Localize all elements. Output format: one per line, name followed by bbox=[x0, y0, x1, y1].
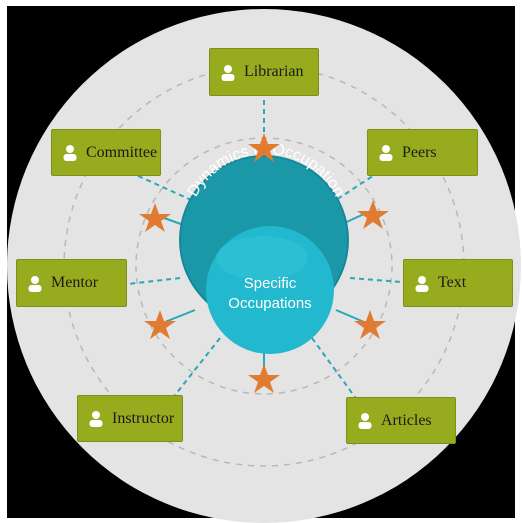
node-label-mentor: Mentor bbox=[51, 274, 99, 291]
specific-occupations-label-line2: Occupations bbox=[228, 295, 311, 312]
node-label-instructor: Instructor bbox=[112, 409, 175, 427]
node-label-committee: Committee bbox=[86, 143, 158, 161]
node-instructor: Instructor bbox=[77, 395, 183, 442]
person-icon bbox=[221, 64, 235, 81]
star-link-lower-left bbox=[164, 309, 196, 323]
star-link-lower-right bbox=[335, 309, 365, 323]
person-icon bbox=[89, 411, 103, 427]
node-committee: Committee bbox=[51, 129, 161, 176]
node-mentor: Mentor bbox=[16, 259, 127, 307]
specific-occupations-label-line1: Specific bbox=[244, 275, 297, 292]
node-peers: Peers bbox=[367, 129, 478, 176]
node-label-text: Text bbox=[438, 274, 467, 291]
person-icon bbox=[63, 145, 77, 161]
star-icon-bottom bbox=[248, 364, 280, 393]
node-librarian: Librarian bbox=[209, 48, 319, 96]
node-text: Text bbox=[403, 259, 513, 307]
star-icon-upper-left bbox=[139, 203, 171, 232]
specific-occupations-circle bbox=[206, 226, 334, 354]
star-icon-lower-left bbox=[144, 310, 176, 339]
person-icon bbox=[28, 275, 42, 292]
person-icon bbox=[379, 145, 393, 161]
connector-articles bbox=[311, 337, 361, 405]
node-label-peers: Peers bbox=[402, 143, 437, 161]
star-icon-upper-right bbox=[357, 200, 389, 229]
node-articles: Articles bbox=[346, 397, 456, 444]
inner-highlight bbox=[216, 236, 308, 280]
node-label-librarian: Librarian bbox=[244, 63, 304, 80]
connector-committee bbox=[124, 169, 201, 205]
person-icon bbox=[415, 275, 429, 292]
star-icon-lower-right bbox=[354, 310, 386, 339]
node-label-articles: Articles bbox=[381, 411, 432, 429]
person-icon bbox=[358, 413, 372, 429]
star-icon-top bbox=[248, 133, 280, 162]
